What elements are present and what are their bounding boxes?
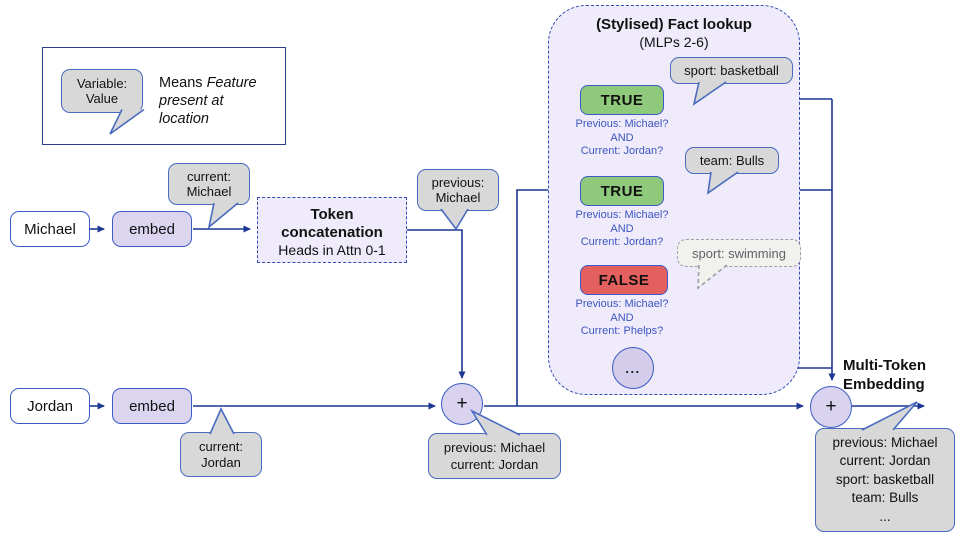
fact-condition-3: Previous: Michael? AND Current: Phelps? bbox=[575, 298, 669, 337]
token-michael-box: Michael bbox=[10, 211, 90, 247]
sum-node-left: + bbox=[441, 383, 483, 425]
fact-lookup-title: (Stylised) Fact lookup bbox=[596, 16, 752, 33]
legend-text-italic: Feature present at location bbox=[159, 75, 257, 127]
bubble-sport-swimming: sport: swimming bbox=[677, 239, 801, 267]
ellipsis-node: ... bbox=[612, 347, 654, 389]
token-concatenation-box: Token concatenation Heads in Attn 0-1 bbox=[257, 197, 407, 263]
fact-lookup-subtitle: (MLPs 2-6) bbox=[639, 34, 709, 50]
fact-condition-2: Previous: Michael? AND Current: Jordan? bbox=[575, 209, 669, 248]
legend-variable-value-bubble: Variable: Value bbox=[61, 69, 143, 113]
fact-block-true-2: TRUE bbox=[580, 176, 664, 206]
bubble-sport-basketball: sport: basketball bbox=[670, 57, 793, 84]
sum-node-right: + bbox=[810, 386, 852, 428]
fact-condition-1: Previous: Michael? AND Current: Jordan? bbox=[575, 118, 669, 157]
embed-box-top: embed bbox=[112, 211, 192, 247]
bubble-current-michael: current: Michael bbox=[168, 163, 250, 205]
bubble-previous-current: previous: Michael current: Jordan bbox=[428, 433, 561, 479]
embed-box-bottom: embed bbox=[112, 388, 192, 424]
fact-block-true-1: TRUE bbox=[580, 85, 664, 115]
token-jordan-box: Jordan bbox=[10, 388, 90, 424]
fact-block-false: FALSE bbox=[580, 265, 668, 295]
legend-text: Means Feature present at location bbox=[159, 74, 271, 128]
legend-text-prefix: Means bbox=[159, 75, 207, 91]
bubble-team-bulls: team: Bulls bbox=[685, 147, 779, 174]
token-concatenation-title: Token concatenation bbox=[281, 205, 383, 241]
multi-token-embedding-label: Multi-Token Embedding bbox=[843, 357, 927, 393]
legend-box: Variable: Value Means Feature present at… bbox=[42, 47, 286, 145]
bubble-final-embedding: previous: Michael current: Jordan sport:… bbox=[815, 428, 955, 532]
bubble-current-jordan: current: Jordan bbox=[180, 432, 262, 477]
bubble-previous-michael: previous: Michael bbox=[417, 169, 499, 211]
token-concatenation-subtitle: Heads in Attn 0-1 bbox=[278, 241, 386, 258]
